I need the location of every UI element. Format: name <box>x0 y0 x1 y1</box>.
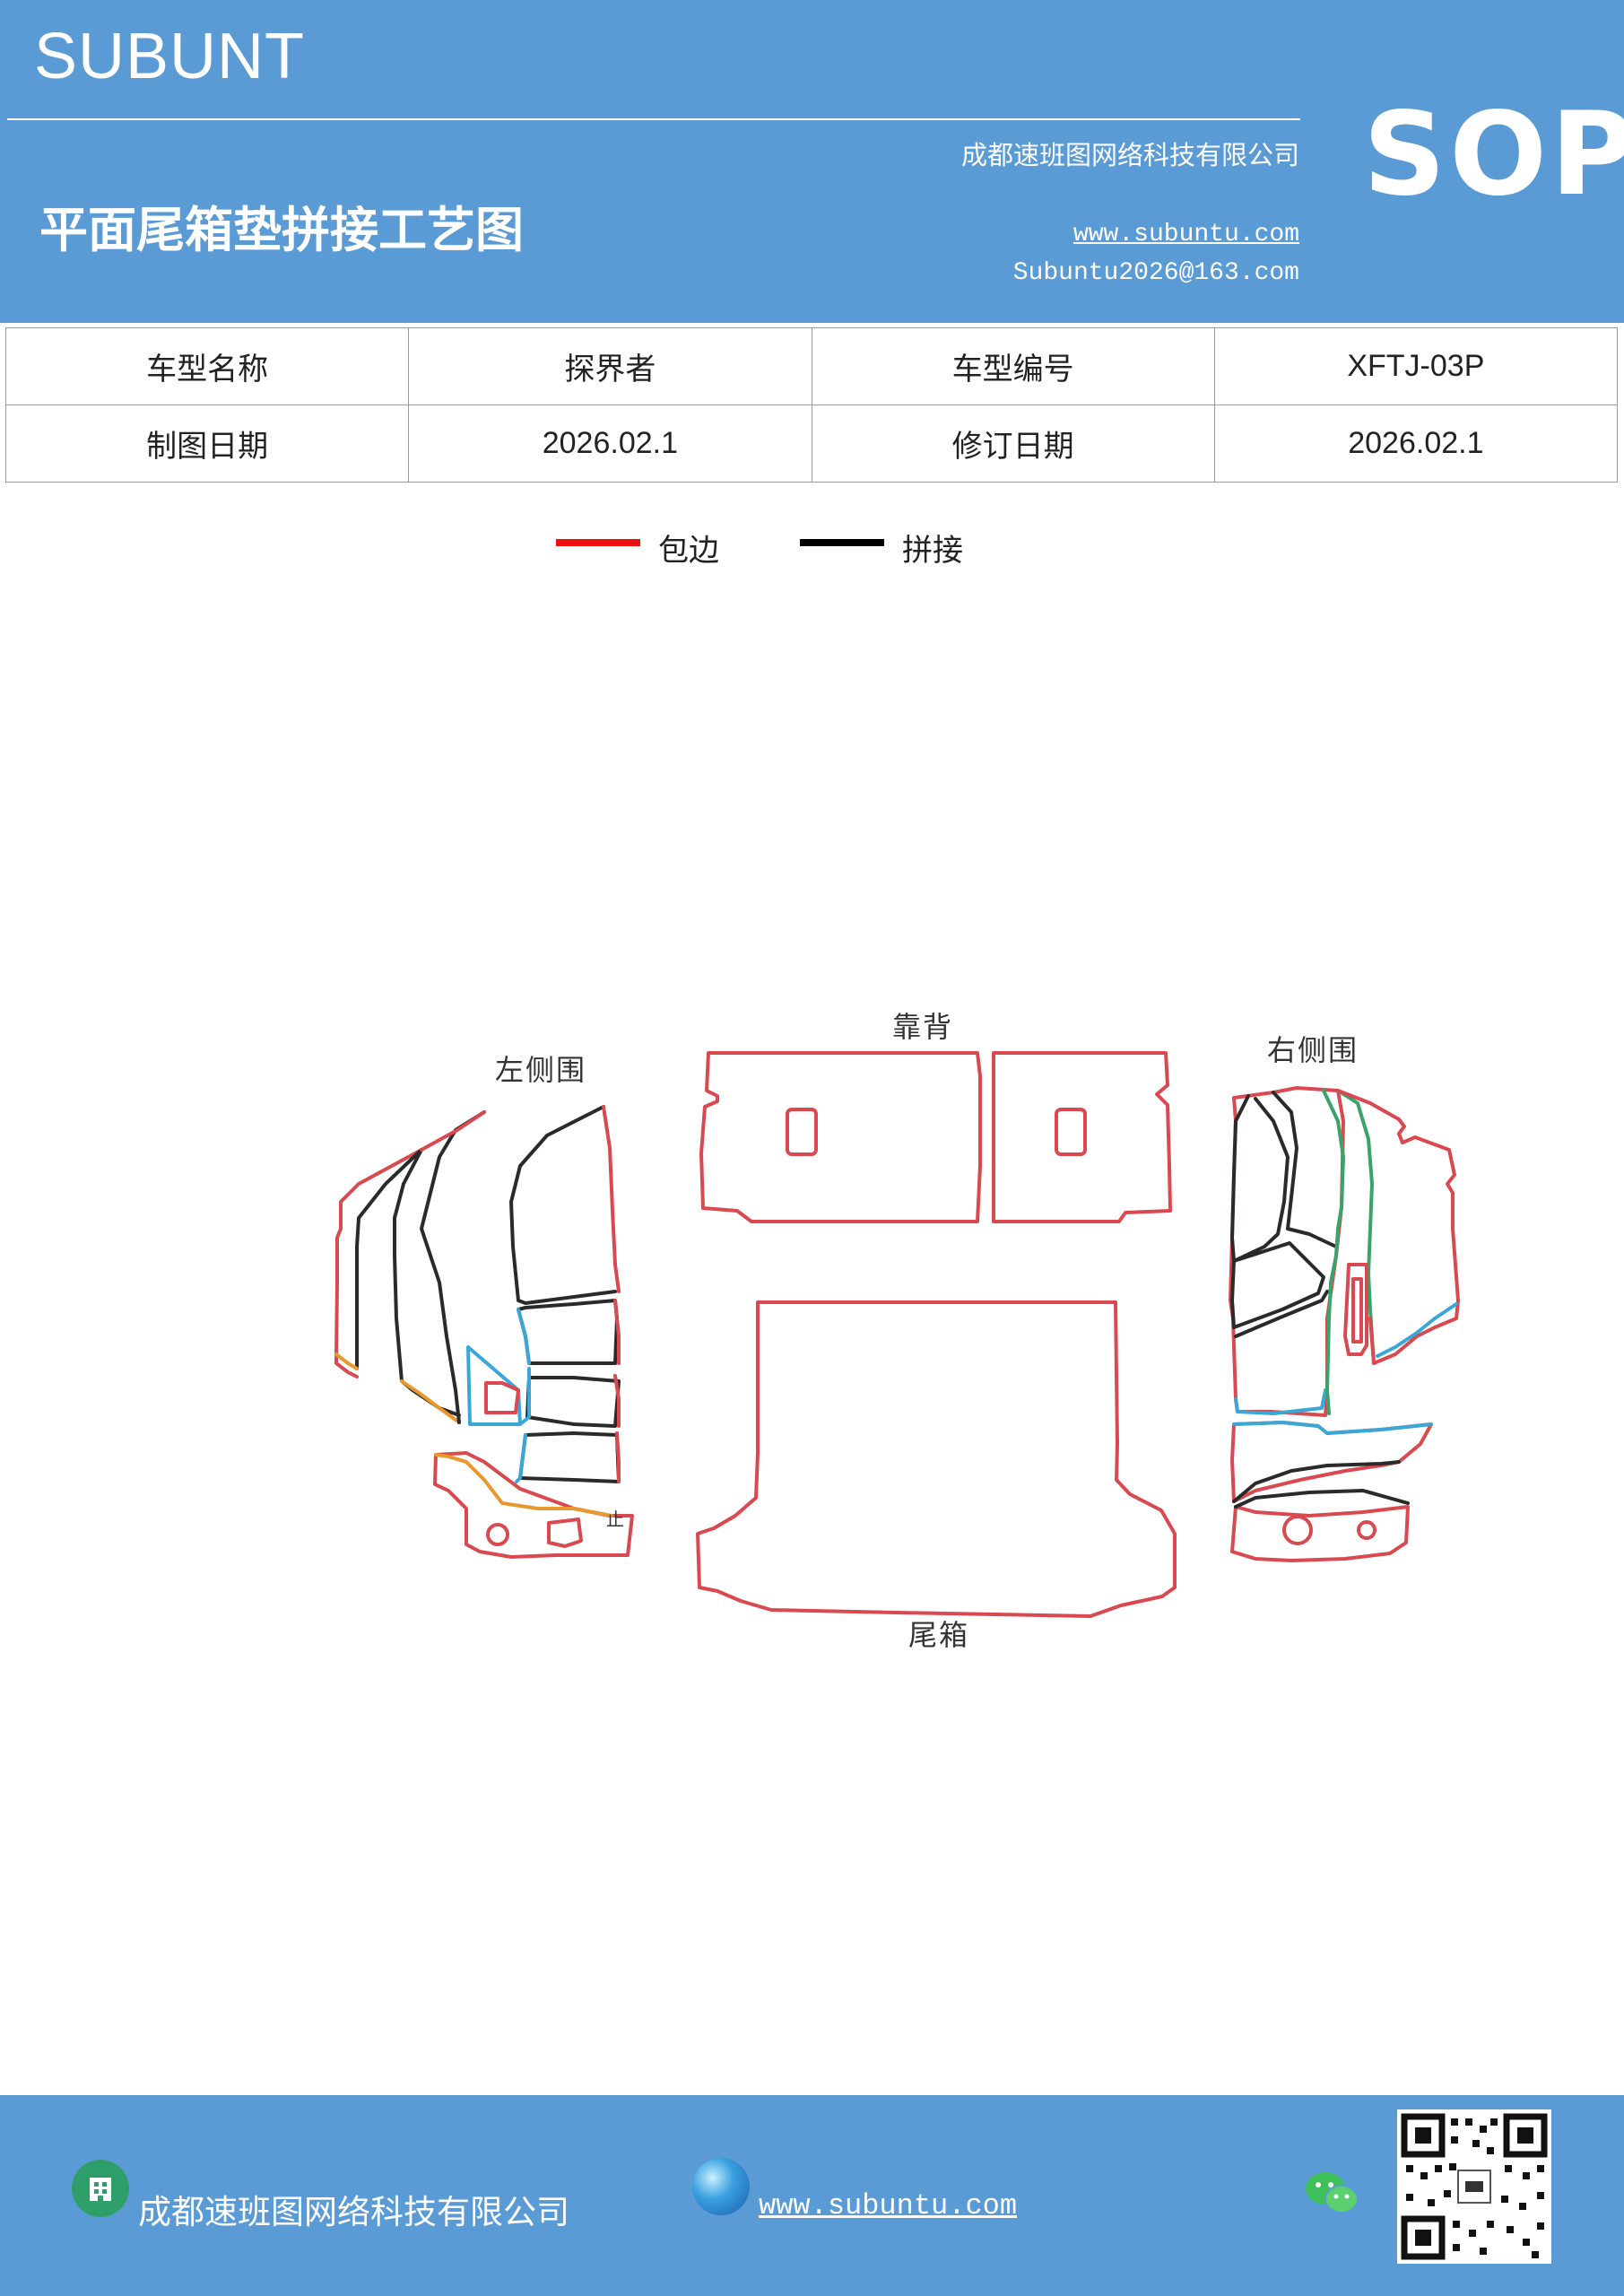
wechat-icon[interactable] <box>1302 2167 1365 2221</box>
left-square-frame <box>466 1345 522 1426</box>
left-low-block-blue <box>515 1433 527 1483</box>
left-low-block-edge <box>615 1431 621 1483</box>
right-panel-3 <box>1230 1241 1325 1329</box>
right-panel-blue-edge <box>1376 1302 1458 1358</box>
sop-mark: SOP <box>1363 88 1624 222</box>
header-banner: SUBUNT 成都速班图网络科技有限公司 SOP 平面尾箱垫拼接工艺图 www.… <box>0 0 1624 323</box>
left-upper-block-edge <box>613 1299 621 1365</box>
right-bottom-hole-1 <box>1282 1515 1313 1545</box>
right-panel-2 <box>1272 1091 1338 1248</box>
backrest-panels <box>699 1051 1172 1223</box>
header-divider <box>7 118 1300 120</box>
globe-icon <box>692 2158 750 2215</box>
left-panel-1-edge <box>334 1352 359 1370</box>
legend-seam-swatch <box>800 539 884 546</box>
mat-diagram-svg <box>334 1051 1460 1618</box>
left-side-label: 左侧围 <box>495 1053 587 1087</box>
left-panel-1 <box>355 1148 423 1370</box>
left-panel-outer <box>334 1148 423 1378</box>
left-panel-2 <box>393 1148 461 1417</box>
footer-website-link[interactable]: www.subuntu.com <box>759 2189 1018 2222</box>
footer-banner: 成都速班图网络科技有限公司 www.subuntu.com <box>0 2095 1624 2296</box>
document-title: 平面尾箱垫拼接工艺图 <box>39 201 524 258</box>
left-bottom-orange <box>434 1453 613 1518</box>
trunk-panel <box>696 1300 1177 1618</box>
revise-date-value: 2026.02.1 <box>1213 404 1619 483</box>
legend: 包边 拼接 <box>556 529 1094 574</box>
left-panel-4-edge <box>602 1105 621 1293</box>
left-upper-block <box>517 1299 619 1365</box>
right-bottom-seam <box>1234 1489 1410 1509</box>
trunk-label: 尾箱 <box>908 1618 970 1652</box>
footer-company: 成都速班图网络科技有限公司 <box>138 2193 569 2231</box>
right-panel-1 <box>1230 1094 1290 1263</box>
left-mid-block-edge <box>613 1374 621 1428</box>
left-low-block <box>518 1431 621 1483</box>
brand-name: SUBUNT <box>34 21 306 92</box>
left-panel-4 <box>509 1105 617 1305</box>
table-row: 制图日期 2026.02.1 修订日期 2026.02.1 <box>4 404 1619 483</box>
right-slot <box>1343 1263 1368 1356</box>
right-panel-5-blue <box>1234 1388 1327 1415</box>
header-company: 成都速班图网络科技有限公司 <box>960 140 1299 170</box>
trunk-outline <box>696 1300 1177 1618</box>
mat-diagram: 左侧围 靠背 右侧围 尾箱 止 <box>0 942 1624 1681</box>
left-mid-block-blue <box>518 1367 531 1426</box>
table-row: 车型名称 探界者 车型编号 XFTJ-03P <box>4 327 1619 405</box>
left-side-panels <box>334 1105 634 1559</box>
small-mark: 止 <box>606 1509 626 1530</box>
legend-edge-swatch <box>556 539 640 546</box>
model-name-label: 车型名称 <box>4 327 410 405</box>
right-panel-4 <box>1234 1290 1329 1338</box>
right-side-label: 右侧围 <box>1267 1033 1359 1067</box>
right-side-panels <box>1229 1086 1460 1562</box>
model-name-value: 探界者 <box>408 327 812 405</box>
backrest-right-hole <box>1055 1108 1087 1156</box>
right-low-blue <box>1232 1421 1433 1435</box>
draw-date-value: 2026.02.1 <box>408 404 812 483</box>
left-panel-3-top <box>420 1110 486 1152</box>
draw-date-label: 制图日期 <box>4 404 410 483</box>
left-bottom-hole-1 <box>486 1523 509 1546</box>
left-square-hole <box>484 1381 520 1414</box>
backrest-left <box>699 1051 982 1223</box>
left-panel-2-orange <box>400 1379 461 1424</box>
right-panel-green-2 <box>1336 1089 1376 1365</box>
right-panel-outer <box>1336 1089 1460 1365</box>
left-bottom-hole-2 <box>547 1518 583 1548</box>
right-bottom-piece <box>1230 1505 1410 1562</box>
left-bottom-piece <box>433 1451 634 1559</box>
info-table: 车型名称 探界者 车型编号 XFTJ-03P 制图日期 2026.02.1 修订… <box>4 327 1619 483</box>
right-bottom-hole-2 <box>1357 1520 1376 1540</box>
backrest-left-hole <box>786 1108 818 1156</box>
right-panel-green <box>1322 1089 1345 1415</box>
model-code-value: XFTJ-03P <box>1213 327 1619 405</box>
left-mid-block <box>525 1376 621 1428</box>
backrest-label: 靠背 <box>892 1010 954 1044</box>
building-icon <box>72 2160 129 2217</box>
header-email: Subuntu2026@163.com <box>1012 259 1299 287</box>
right-slot-inner <box>1351 1277 1363 1344</box>
model-code-label: 车型编号 <box>811 327 1215 405</box>
right-low-seam <box>1232 1460 1401 1503</box>
legend-seam-label: 拼接 <box>902 533 963 569</box>
left-panel-3 <box>420 1110 486 1424</box>
legend-edge-label: 包边 <box>658 533 719 569</box>
header-website-link[interactable]: www.subuntu.com <box>1073 221 1299 248</box>
backrest-right <box>992 1051 1172 1223</box>
qr-code-icon <box>1397 2109 1551 2264</box>
left-upper-block-blue <box>517 1308 531 1365</box>
revise-date-label: 修订日期 <box>811 404 1215 483</box>
